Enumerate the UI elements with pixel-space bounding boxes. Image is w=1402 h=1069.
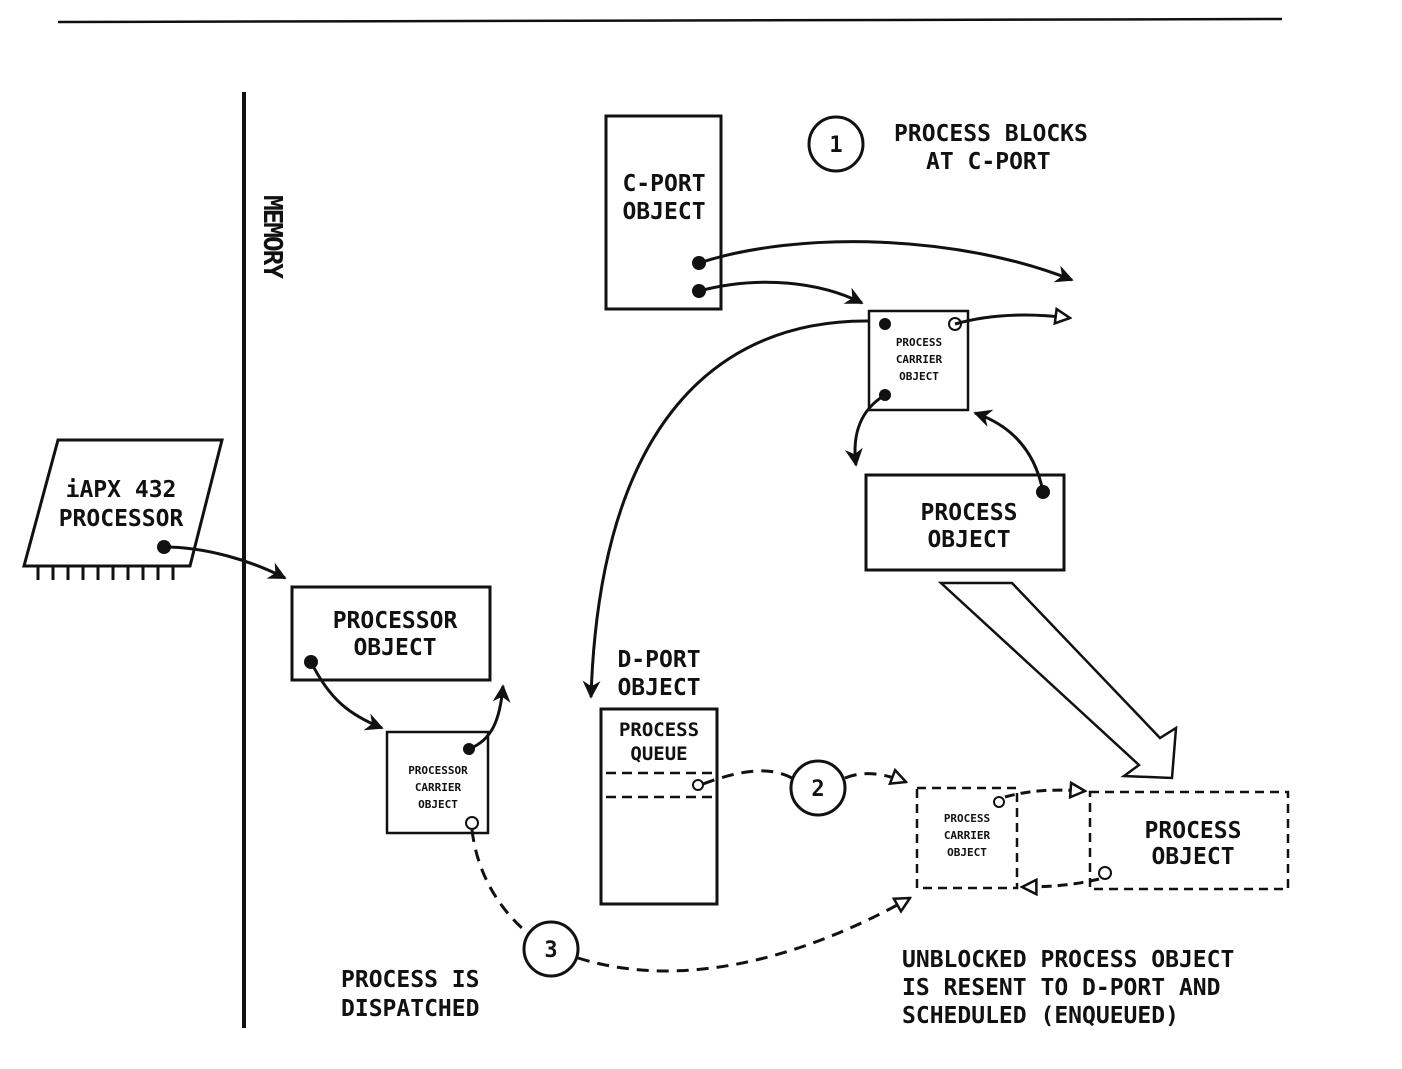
carrier-to-dashed-process-arrow — [1004, 790, 1085, 797]
process-object-dashed-line1: PROCESS — [1145, 818, 1242, 844]
process-carrier-dashed-box: PROCESS CARRIER OBJECT — [915, 786, 1019, 890]
process-carrier-dashed-open-dot — [993, 796, 1005, 808]
processor-carrier-line3: OBJECT — [418, 798, 458, 811]
dport-object-box — [599, 707, 719, 906]
carrier-to-dport-arc — [582, 319, 869, 699]
step-1-number: 1 — [829, 133, 842, 158]
processor-object-box: PROCESSOR OBJECT — [290, 585, 492, 682]
process-object-top-line1: PROCESS — [921, 500, 1018, 526]
memory-label: MEMORY — [257, 195, 287, 279]
dport-object: D-PORT OBJECT PROCESS QUEUE — [599, 647, 719, 906]
step-3-circle — [522, 920, 580, 978]
process-carrier-to-process-object-arrow — [844, 393, 886, 467]
processor-object-line2: OBJECT — [353, 635, 436, 661]
step-3-text-line2: DISPATCHED — [341, 996, 479, 1022]
step-2-number: 2 — [811, 777, 824, 802]
step-2-circle — [789, 759, 847, 817]
process-object-top-line2: OBJECT — [927, 527, 1010, 553]
processor-to-processor-object-arrow — [163, 545, 287, 580]
dport-object-line1: D-PORT — [617, 647, 700, 673]
cport-object-box: C-PORT OBJECT — [604, 114, 723, 311]
process-object-to-carrier-arrow — [973, 409, 1045, 493]
process-carrier-top-box: PROCESS CARRIER OBJECT — [867, 309, 970, 412]
processor-carrier-dot-open — [465, 816, 479, 830]
process-carrier-dashed-line2: CARRIER — [944, 829, 991, 842]
process-queue-line1: PROCESS — [619, 719, 699, 741]
processor-carrier-line1: PROCESSOR — [408, 764, 468, 777]
processor-object-line1: PROCESSOR — [333, 608, 458, 634]
processor-object-to-carrier-arrow — [309, 661, 384, 731]
step-3-number: 3 — [544, 938, 557, 963]
unblocked-caption-line2: IS RESENT TO D-PORT AND — [902, 975, 1221, 1001]
cport-outgoing-arrow — [698, 240, 1074, 283]
cport-to-process-carrier-arrow — [698, 280, 864, 305]
process-queue-line2: QUEUE — [630, 743, 687, 765]
step-3: 3 PROCESS IS DISPATCHED — [341, 920, 580, 1022]
resend-hollow-arrow — [937, 581, 1178, 780]
iapx-processor-chip: iAPX 432 PROCESSOR — [22, 438, 224, 580]
step-1-text-line1: PROCESS BLOCKS — [894, 121, 1088, 147]
process-carrier-top-line1: PROCESS — [896, 336, 942, 349]
processor-label-line2: PROCESSOR — [59, 506, 184, 532]
queue-slot-open-dot — [692, 779, 704, 791]
process-carrier-dashed-line1: PROCESS — [944, 812, 990, 825]
unblocked-caption: UNBLOCKED PROCESS OBJECT IS RESENT TO D-… — [902, 947, 1234, 1029]
process-object-dashed-open-dot — [1098, 866, 1112, 880]
processor-carrier-line2: CARRIER — [415, 781, 462, 794]
dport-object-line2: OBJECT — [617, 675, 700, 701]
process-carrier-top-dot-tl — [879, 318, 891, 330]
unblocked-caption-line1: UNBLOCKED PROCESS OBJECT — [902, 947, 1234, 973]
step-2: 2 — [789, 759, 847, 817]
step-1-text-line2: AT C-PORT — [926, 149, 1051, 175]
process-carrier-open-arrow — [954, 315, 1070, 326]
cport-object-line2: OBJECT — [622, 199, 705, 225]
step-3-text-line1: PROCESS IS — [341, 967, 479, 993]
process-carrier-top-line3: OBJECT — [899, 370, 939, 383]
processor-carrier-return-arrow — [468, 684, 511, 751]
process-carrier-dashed-line3: OBJECT — [947, 846, 987, 859]
processor-label-line1: iAPX 432 — [66, 477, 177, 503]
unblocked-caption-line3: SCHEDULED (ENQUEUED) — [902, 1003, 1179, 1029]
dashed-process-to-carrier-arrow — [1022, 877, 1100, 887]
process-carrier-top-line2: CARRIER — [896, 353, 943, 366]
step-1-circle — [807, 115, 865, 173]
step-1: 1 PROCESS BLOCKS AT C-PORT — [807, 115, 1088, 175]
process-object-dashed-line2: OBJECT — [1151, 844, 1234, 870]
process-object-top-box: PROCESS OBJECT — [864, 473, 1066, 572]
process-object-dashed-box: PROCESS OBJECT — [1088, 790, 1290, 891]
top-rule — [57, 17, 1283, 24]
carrier-to-dispatch-dashed-arrow — [470, 829, 910, 973]
queue-to-carrier-dashed-arrow — [702, 771, 906, 784]
cport-object-line1: C-PORT — [622, 171, 705, 197]
